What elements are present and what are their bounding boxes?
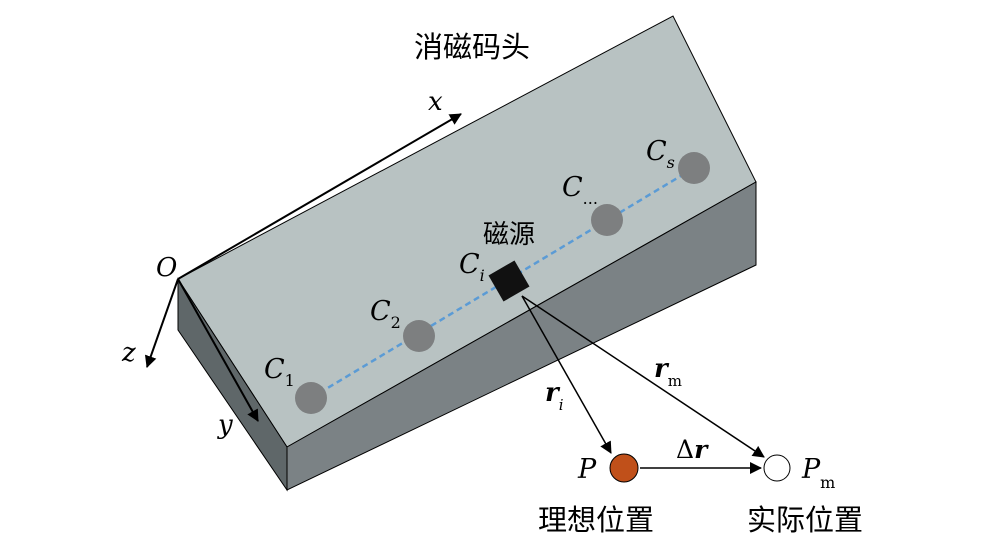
origin-label: O: [156, 253, 177, 283]
ideal-point: [609, 453, 639, 483]
actual-point-label: 实际位置: [747, 503, 863, 537]
vector-dr-label: Δr: [676, 435, 709, 464]
sensor-cs: [678, 152, 710, 184]
ideal-point-symbol: P: [577, 454, 597, 485]
sensor-label-cs: Cs: [646, 136, 675, 172]
vector-ri-label: ri: [545, 378, 564, 414]
sensor-c1: [295, 382, 327, 414]
source-label: 磁源: [483, 220, 535, 250]
sensor-cdots: [591, 204, 623, 236]
x-axis-arrow: [177, 113, 462, 280]
actual-point: [763, 454, 791, 482]
z-axis-arrow: [144, 278, 179, 368]
z-axis-label: z: [121, 338, 136, 368]
vector-rm-label: rm: [654, 354, 682, 390]
x-axis-label: x: [428, 87, 443, 117]
ideal-point-label: 理想位置: [538, 503, 654, 537]
magnetic-source: [488, 260, 530, 302]
sensor-label-c2: C2: [370, 296, 401, 332]
sensor-c2: [403, 320, 435, 352]
y-axis-label: y: [217, 410, 233, 440]
block-side-face: [177, 277, 288, 492]
sensor-label-cdots: C...: [562, 172, 598, 208]
actual-point-symbol: Pm: [801, 454, 835, 492]
sensor-label-ci: Ci: [459, 249, 485, 285]
sensor-label-c1: C1: [264, 354, 295, 390]
y-axis-arrow: [177, 278, 259, 422]
diagram-title: 消磁码头: [414, 30, 530, 64]
vector-rm-arrow: [521, 295, 765, 458]
vector-ri-arrow: [521, 295, 612, 454]
